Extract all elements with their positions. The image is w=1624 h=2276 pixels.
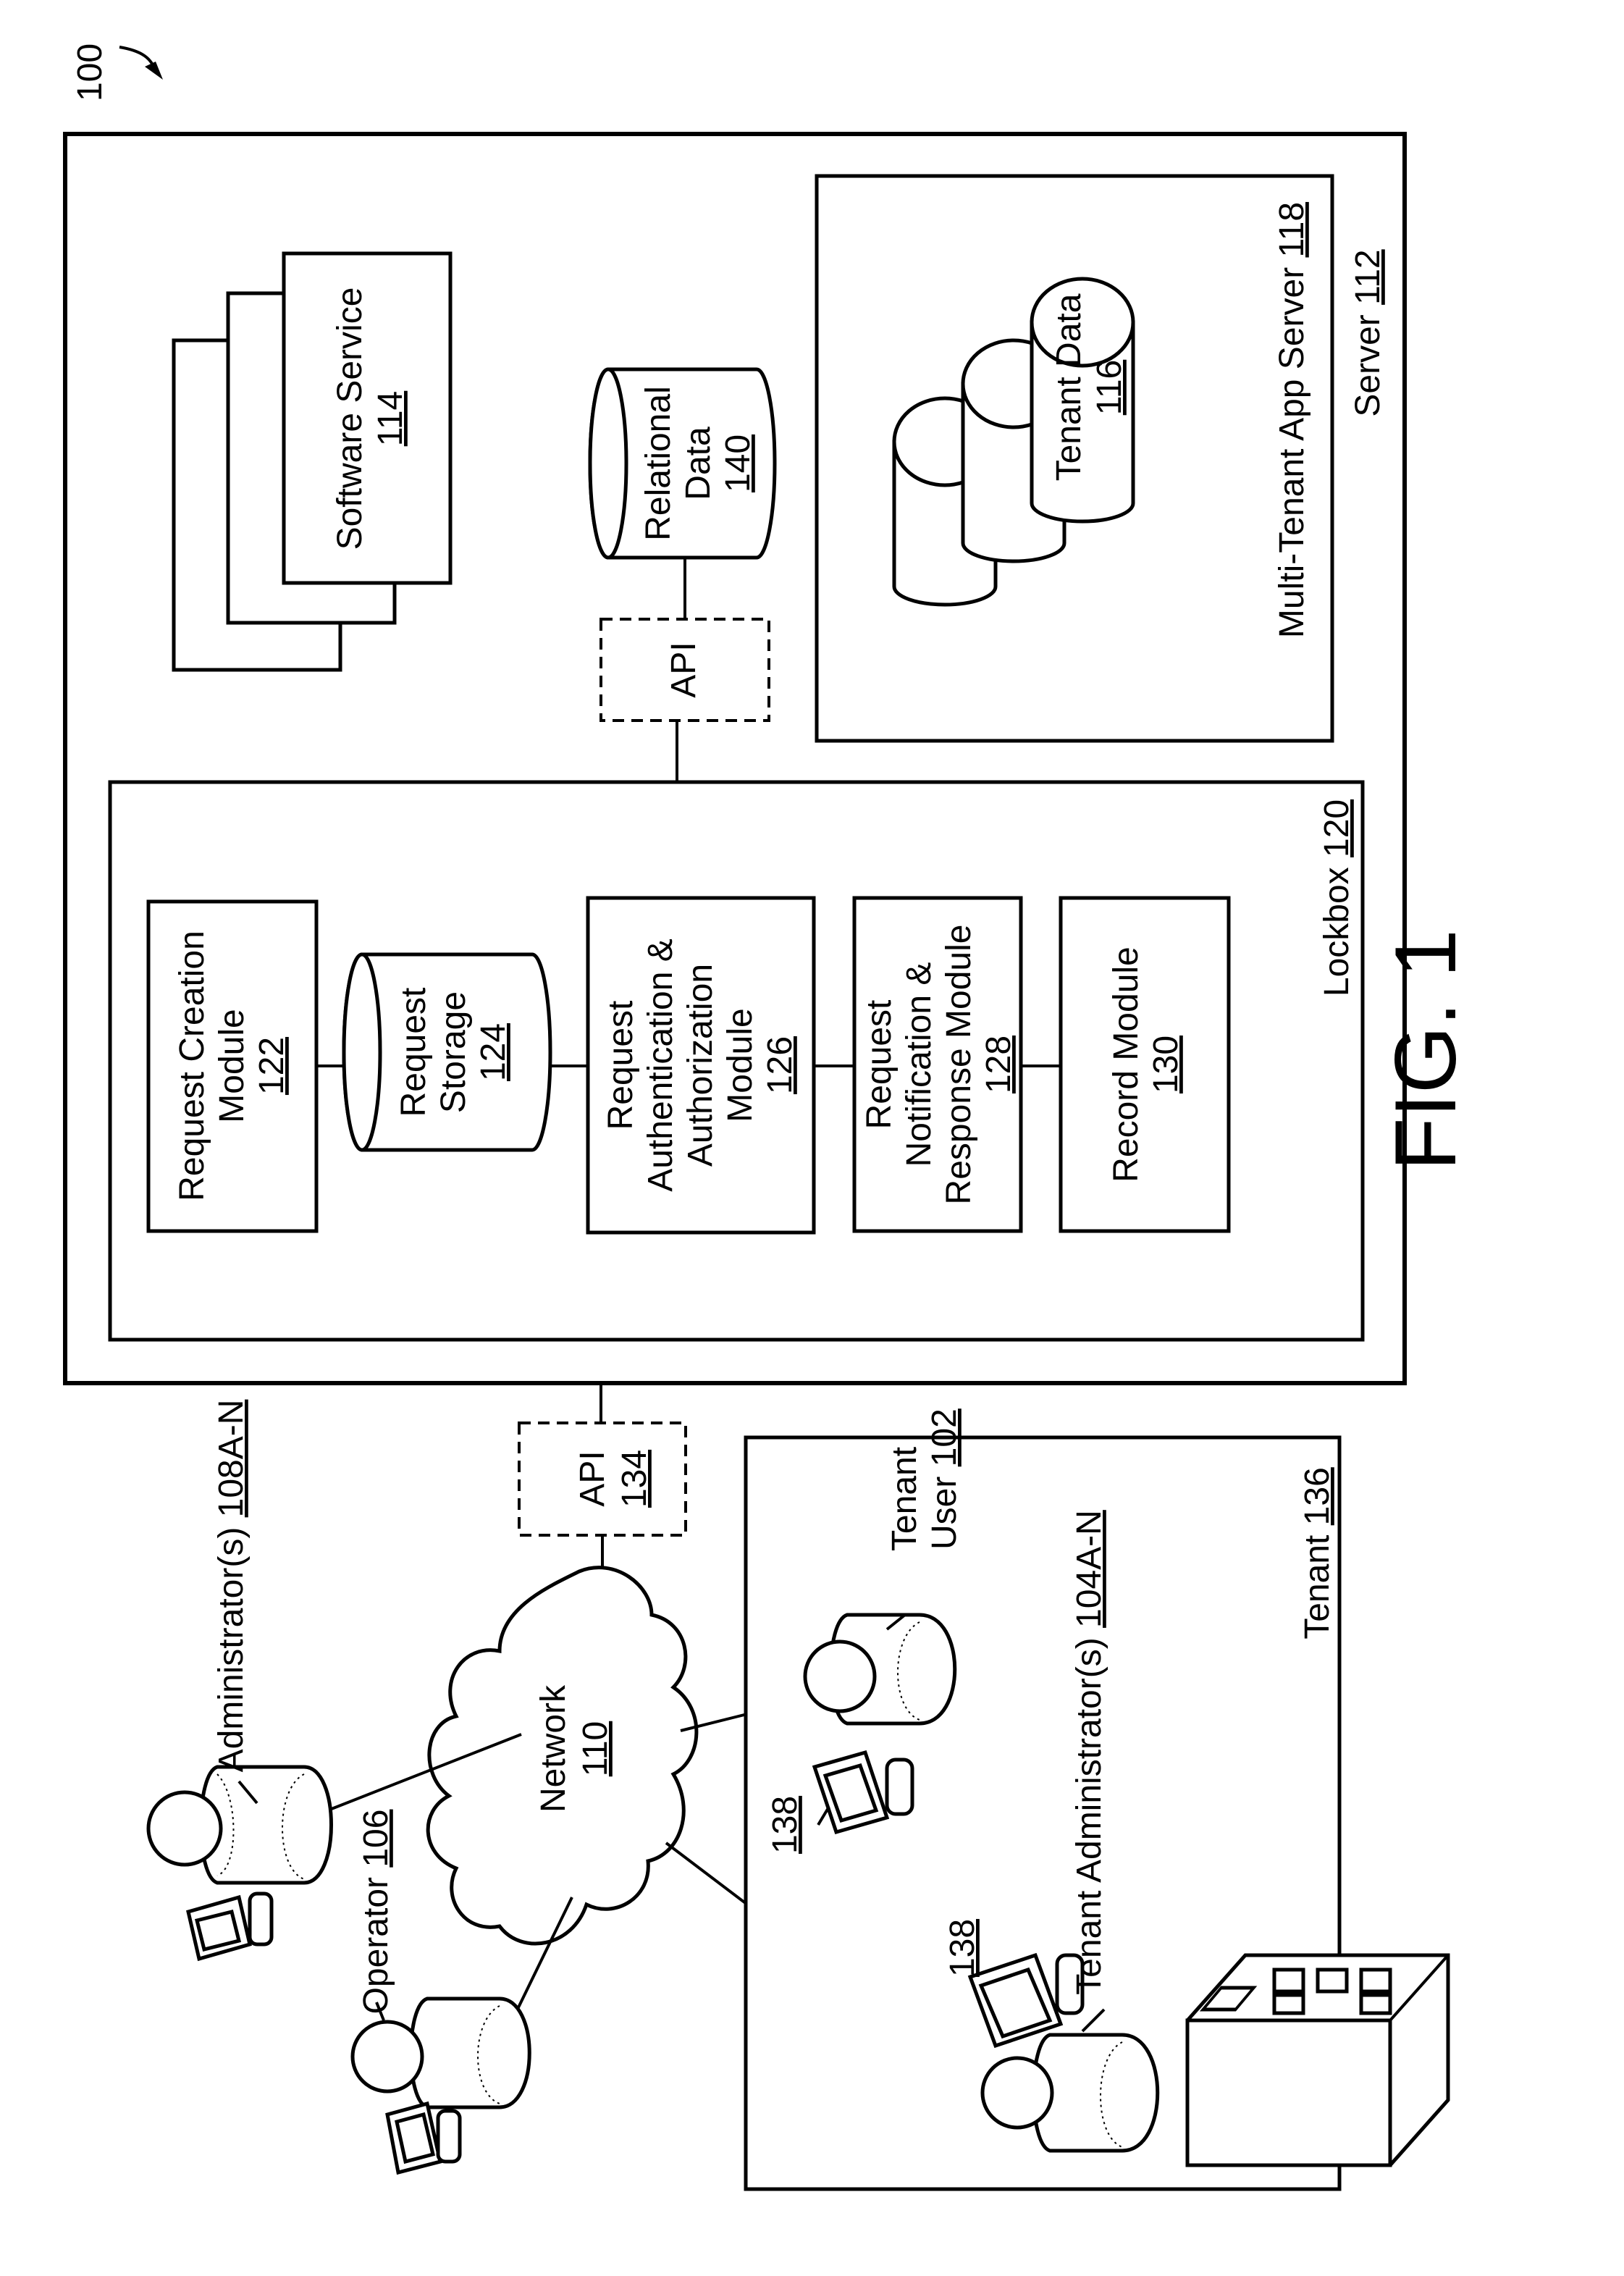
svg-text:Software Service: Software Service (331, 287, 369, 550)
svg-text:FIG. 1: FIG. 1 (1377, 929, 1474, 1170)
figure-ref-label: 100 (71, 43, 109, 101)
svg-text:138: 138 (766, 1796, 804, 1854)
svg-text:128: 128 (980, 1036, 1018, 1093)
multi-tenant-app-server-label: Multi-Tenant App Server 118 (1273, 202, 1311, 638)
svg-text:Record Module: Record Module (1107, 946, 1145, 1183)
svg-text:Notification &: Notification & (900, 962, 938, 1167)
svg-text:Tenant: Tenant (885, 1447, 924, 1551)
tenant-label: Tenant 136 (1298, 1467, 1337, 1639)
svg-text:116: 116 (1090, 360, 1129, 416)
svg-text:Data: Data (679, 427, 718, 500)
svg-text:Module: Module (721, 1008, 760, 1122)
svg-text:Server 112: Server 112 (1349, 249, 1387, 416)
device-ref-b-label: 138 (943, 1919, 982, 1977)
svg-text:Storage: Storage (434, 991, 473, 1113)
tenant-admins-label: Tenant Administrator(s) 104A-N (1070, 1510, 1108, 1995)
operator-label: Operator 106 (357, 1810, 395, 2015)
svg-text:Relational: Relational (639, 386, 678, 540)
server-label: Server 112 (1349, 249, 1387, 416)
svg-text:Administrator(s) 108A-N: Administrator(s) 108A-N (212, 1400, 251, 1773)
svg-text:Operator 106: Operator 106 (357, 1810, 395, 2015)
svg-text:Multi-Tenant App Server 118: Multi-Tenant App Server 118 (1273, 202, 1311, 638)
svg-text:API: API (665, 642, 703, 697)
administrators-label: Administrator(s) 108A-N (212, 1400, 251, 1773)
svg-text:Tenant Administrator(s) 104A-N: Tenant Administrator(s) 104A-N (1070, 1510, 1108, 1995)
svg-text:138: 138 (943, 1919, 982, 1977)
building-icon (1187, 1955, 1448, 2165)
device-ref-a-label: 138 (766, 1796, 804, 1854)
svg-text:Authorization: Authorization (681, 964, 720, 1167)
svg-text:140: 140 (719, 434, 757, 492)
svg-text:124: 124 (474, 1023, 513, 1081)
svg-text:Tenant 136: Tenant 136 (1298, 1467, 1337, 1639)
svg-text:User 102: User 102 (925, 1408, 964, 1550)
svg-text:110: 110 (576, 1721, 615, 1777)
svg-text:Request: Request (602, 1001, 640, 1130)
operator-computer-icon (387, 2104, 460, 2172)
figure-caption: FIG. 1 (1377, 929, 1474, 1170)
svg-text:Authentication &: Authentication & (641, 938, 680, 1192)
svg-text:Request: Request (860, 1000, 899, 1130)
figure-ref-arrowhead (145, 62, 163, 80)
svg-text:Request Creation: Request Creation (173, 931, 211, 1201)
svg-text:130: 130 (1147, 1036, 1185, 1093)
svg-text:122: 122 (253, 1037, 291, 1095)
svg-text:API: API (573, 1450, 612, 1506)
svg-text:Lockbox 120: Lockbox 120 (1318, 799, 1356, 996)
svg-text:126: 126 (761, 1036, 799, 1094)
svg-text:Module: Module (213, 1009, 251, 1122)
svg-text:Response Module: Response Module (940, 925, 978, 1205)
svg-text:114: 114 (371, 391, 410, 447)
svg-text:Tenant Data: Tenant Data (1050, 293, 1088, 481)
lockbox-label: Lockbox 120 (1318, 799, 1356, 996)
operator-person-icon (353, 1999, 529, 2107)
svg-text:134: 134 (615, 1450, 654, 1508)
svg-text:Network: Network (534, 1684, 573, 1813)
administrator-computer-icon (188, 1894, 272, 1959)
svg-text:100: 100 (71, 43, 109, 101)
api-inner-label: API (665, 642, 703, 697)
svg-text:Request: Request (395, 988, 433, 1117)
